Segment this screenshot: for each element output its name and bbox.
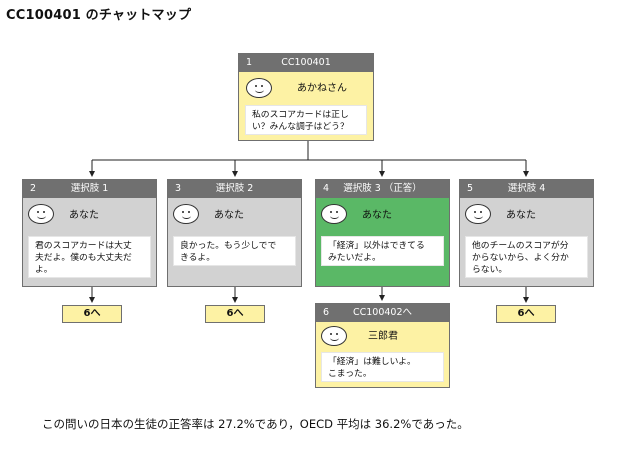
smiley-face-icon bbox=[321, 204, 347, 224]
message-line: よ。 bbox=[35, 265, 53, 275]
smiley-face-icon bbox=[321, 326, 347, 346]
result-node-number: 6 bbox=[323, 307, 330, 318]
root-node-label: CC100401 bbox=[281, 57, 331, 68]
choice-node-number: 2 bbox=[30, 183, 37, 194]
message-line: みたいだよ。 bbox=[328, 253, 381, 263]
message-line: 夫だよ。僕のも大丈夫だ bbox=[35, 253, 132, 263]
result-node: 6 CC100402へ 三郎君 「経済」は難しいよ。 こまった。 bbox=[315, 303, 450, 388]
choice-speaker: あなた bbox=[214, 210, 244, 221]
result-speaker: 三郎君 bbox=[368, 331, 398, 342]
choice-speaker: あなた bbox=[506, 210, 536, 221]
choice-node-4: 5 選択肢 4 あなた 他のチームのスコアが分 からないから、よく分か らない。 bbox=[459, 179, 594, 287]
choice-node-header: 3 選択肢 2 bbox=[168, 180, 301, 198]
page-title: CC100401 のチャットマップ bbox=[6, 8, 192, 23]
choice-node-label: 選択肢 3 （正答） bbox=[343, 183, 422, 194]
choice-node-label: 選択肢 2 bbox=[215, 183, 254, 194]
choice-node-2: 3 選択肢 2 あなた 良かった。もう少しでで きるよ。 bbox=[167, 179, 302, 287]
root-node-header: 1 CC100401 bbox=[239, 54, 373, 72]
root-node: 1 CC100401 あかねさん 私のスコアカードは正し い？みんな調子はどう？ bbox=[238, 53, 374, 141]
root-node-number: 1 bbox=[246, 57, 253, 68]
choice-speaker: あなた bbox=[69, 210, 99, 221]
choice-node-1: 2 選択肢 1 あなた 君のスコアカードは大丈 夫だよ。僕のも大丈夫だ よ。 bbox=[22, 179, 157, 287]
root-message: 私のスコアカードは正し い？みんな調子はどう？ bbox=[245, 105, 367, 135]
choice-node-label: 選択肢 4 bbox=[507, 183, 546, 194]
choice-node-number: 5 bbox=[467, 183, 474, 194]
choice-message: 良かった。もう少しでで きるよ。 bbox=[173, 236, 296, 266]
choice-node-3-correct: 4 選択肢 3 （正答） あなた 「経済」以外はできてる みたいだよ。 bbox=[315, 179, 450, 287]
message-line: 「経済」以外はできてる bbox=[328, 241, 425, 251]
message-line: 「経済」は難しいよ。 bbox=[328, 357, 416, 367]
result-node-header: 6 CC100402へ bbox=[316, 304, 449, 322]
goto-label-choice-4: 6へ bbox=[496, 305, 556, 323]
root-speaker: あかねさん bbox=[297, 83, 347, 94]
message-line: 私のスコアカードは正し bbox=[252, 110, 349, 120]
goto-label-choice-1: 6へ bbox=[62, 305, 122, 323]
choice-node-header: 5 選択肢 4 bbox=[460, 180, 593, 198]
choice-message: 「経済」以外はできてる みたいだよ。 bbox=[321, 236, 444, 266]
smiley-face-icon bbox=[465, 204, 491, 224]
result-node-label: CC100402へ bbox=[352, 307, 413, 318]
choice-node-header: 2 選択肢 1 bbox=[23, 180, 156, 198]
smiley-face-icon bbox=[28, 204, 54, 224]
smiley-face-icon bbox=[246, 78, 272, 98]
message-line: きるよ。 bbox=[180, 253, 216, 263]
goto-label-choice-2: 6へ bbox=[205, 305, 265, 323]
message-line: こまった。 bbox=[328, 369, 372, 379]
message-line: 君のスコアカードは大丈 bbox=[35, 241, 132, 251]
message-line: い？みんな調子はどう？ bbox=[252, 122, 349, 132]
choice-node-label: 選択肢 1 bbox=[70, 183, 109, 194]
choice-node-number: 3 bbox=[175, 183, 182, 194]
choice-node-header: 4 選択肢 3 （正答） bbox=[316, 180, 449, 198]
choice-message: 他のチームのスコアが分 からないから、よく分か らない。 bbox=[465, 236, 588, 278]
message-line: 他のチームのスコアが分 bbox=[472, 241, 569, 251]
choice-speaker: あなた bbox=[362, 210, 392, 221]
smiley-face-icon bbox=[173, 204, 199, 224]
result-message: 「経済」は難しいよ。 こまった。 bbox=[321, 352, 444, 382]
footnote: この問いの日本の生徒の正答率は 27.2%であり，OECD 平均は 36.2%で… bbox=[42, 417, 469, 431]
message-line: 良かった。もう少しでで bbox=[180, 241, 277, 251]
choice-message: 君のスコアカードは大丈 夫だよ。僕のも大丈夫だ よ。 bbox=[28, 236, 151, 278]
choice-node-number: 4 bbox=[323, 183, 330, 194]
message-line: らない。 bbox=[472, 265, 508, 275]
message-line: からないから、よく分か bbox=[472, 253, 569, 263]
